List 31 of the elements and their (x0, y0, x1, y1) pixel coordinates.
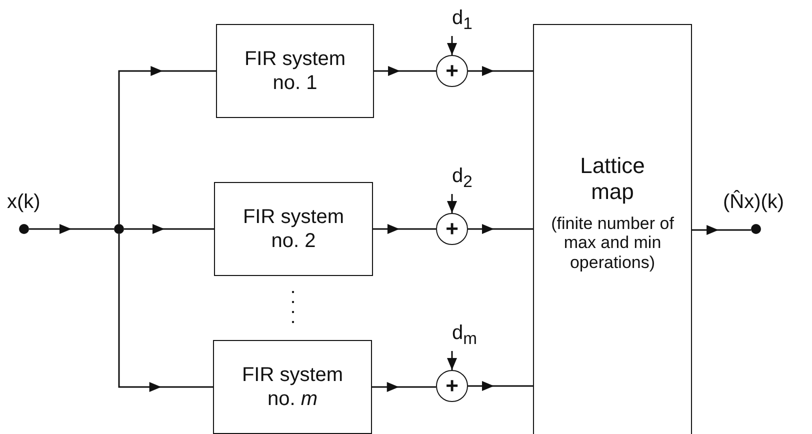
arrow (118, 234, 213, 392)
arrow (692, 225, 751, 235)
junction-dot (114, 224, 124, 234)
summing-junction: + (436, 55, 468, 87)
signal-label: (N̂x)(k) (723, 191, 784, 214)
arrow (447, 36, 457, 55)
process-box: FIR system no. 2 (214, 182, 373, 276)
junction-dot (751, 224, 761, 234)
arrow (372, 382, 436, 392)
arrow (447, 351, 457, 370)
arrow (124, 224, 214, 234)
arrow (374, 66, 436, 76)
arrow (468, 224, 533, 234)
signal-label: d$_{1}$ (439, 8, 483, 36)
arrow (29, 224, 114, 234)
arrow (447, 194, 457, 213)
arrow (118, 66, 216, 224)
signal-label: d$_{m}$ (439, 323, 483, 351)
process-box: FIR system no. m (213, 340, 372, 434)
signal-label: d$_{2}$ (439, 166, 483, 194)
arrow (468, 66, 533, 76)
process-block (533, 24, 692, 434)
summing-junction: + (436, 370, 468, 402)
process-box: FIR system no. 1 (216, 24, 374, 118)
summing-junction: + (436, 213, 468, 245)
box-description: (finite number of max and min operations) (550, 214, 675, 272)
arrow (468, 381, 533, 391)
signal-label: x(k) (7, 191, 40, 214)
arrow (373, 224, 436, 234)
junction-dot (19, 224, 29, 234)
box-title: Lattice map (579, 153, 646, 206)
